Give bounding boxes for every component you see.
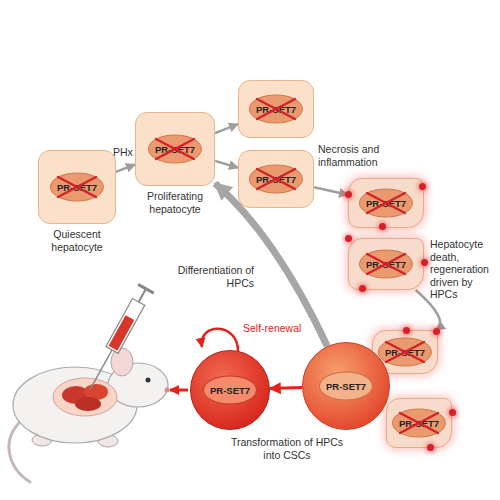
necrosis-dot xyxy=(359,285,366,292)
necrosis-dot xyxy=(421,259,428,266)
flow-arrow xyxy=(215,161,238,168)
gene-label: PR-SET7 xyxy=(319,372,373,401)
syringe xyxy=(82,284,153,393)
gene-label: PR-SET7 xyxy=(203,376,257,405)
gene-label: PR-SET7 xyxy=(249,95,303,124)
cell-caption: Quiescent hepatocyte xyxy=(32,228,122,253)
edge-label: Necrosis and inflammation xyxy=(318,143,396,168)
edge-label: Transformation of HPCs into CSCs xyxy=(222,436,352,461)
cross-stroke xyxy=(400,413,438,433)
knockout-cross xyxy=(254,166,298,192)
gene-label: PR-SET7 xyxy=(249,165,303,194)
gene-label: PR-SET7 xyxy=(359,189,413,218)
cancer-stem-cell: PR-SET7 xyxy=(190,350,270,430)
cross-stroke xyxy=(400,413,438,433)
edge-label: Differentiation of HPCs xyxy=(170,264,254,289)
knockout-cross xyxy=(364,251,408,277)
knockout-cross xyxy=(153,136,197,162)
necrosis-dot xyxy=(379,223,386,230)
gene-label: PR-SET7 xyxy=(148,135,202,164)
cross-stroke xyxy=(156,139,194,159)
necrosis-dot xyxy=(345,191,352,198)
knockout-cross xyxy=(397,410,441,436)
hepatocyte-cell: PR-SET7Proliferating hepatocyte xyxy=(135,112,215,186)
flow-arrow xyxy=(314,187,348,194)
gene-label: PR-SET7 xyxy=(378,338,432,367)
cross-stroke xyxy=(367,193,405,213)
cell-caption: Proliferating hepatocyte xyxy=(130,190,220,215)
hepatocyte-cell: PR-SET7Quiescent hepatocyte xyxy=(38,150,116,224)
flow-arrow xyxy=(215,124,238,133)
liver-lobe xyxy=(75,397,101,411)
cross-stroke xyxy=(257,169,295,189)
knockout-cross xyxy=(55,174,99,200)
dying-hepatocyte: PR-SET7 xyxy=(348,178,424,228)
cross-stroke xyxy=(257,99,295,119)
necrosis-dot xyxy=(345,235,352,242)
cross-stroke xyxy=(367,254,405,274)
cross-stroke xyxy=(367,254,405,274)
process-label: Self-renewal xyxy=(243,322,323,335)
mouse-ear xyxy=(111,348,133,376)
cross-stroke xyxy=(367,193,405,213)
cross-stroke xyxy=(156,139,194,159)
edge-label: Hepatocyte death, regeneration driven by… xyxy=(430,238,498,301)
hepatocyte-cell: PR-SET7 xyxy=(238,150,314,208)
abdomen-opening xyxy=(53,378,117,416)
cross-stroke xyxy=(386,342,424,362)
gene-label: PR-SET7 xyxy=(359,250,413,279)
progenitor-cell: PR-SET7 xyxy=(302,342,390,430)
flow-arrow xyxy=(270,388,302,389)
necrosis-dot xyxy=(419,183,426,190)
mouse-eye xyxy=(146,378,151,383)
injection-arrow xyxy=(170,389,188,392)
necrosis-dot xyxy=(427,444,434,451)
knockout-cross xyxy=(254,96,298,122)
knockout-cross xyxy=(383,339,427,365)
knockout-cross xyxy=(364,190,408,216)
cross-stroke xyxy=(386,342,424,362)
necrosis-dot xyxy=(403,327,410,334)
dying-hepatocyte: PR-SET7 xyxy=(348,238,424,290)
gene-label: PR-SET7 xyxy=(392,409,446,438)
necrosis-dot xyxy=(433,328,440,335)
mouse-nose xyxy=(165,388,170,393)
gene-label: PR-SET7 xyxy=(50,173,104,202)
flow-arrow xyxy=(116,165,135,172)
edge-label: PHx xyxy=(113,146,143,159)
cross-stroke xyxy=(257,99,295,119)
hepatocyte-cell: PR-SET7 xyxy=(238,80,314,138)
cross-stroke xyxy=(58,177,96,197)
self-renewal-arrow xyxy=(202,329,238,351)
dying-hepatocyte: PR-SET7 xyxy=(386,398,452,448)
cross-stroke xyxy=(257,169,295,189)
cross-stroke xyxy=(58,177,96,197)
necrosis-dot xyxy=(449,409,456,416)
